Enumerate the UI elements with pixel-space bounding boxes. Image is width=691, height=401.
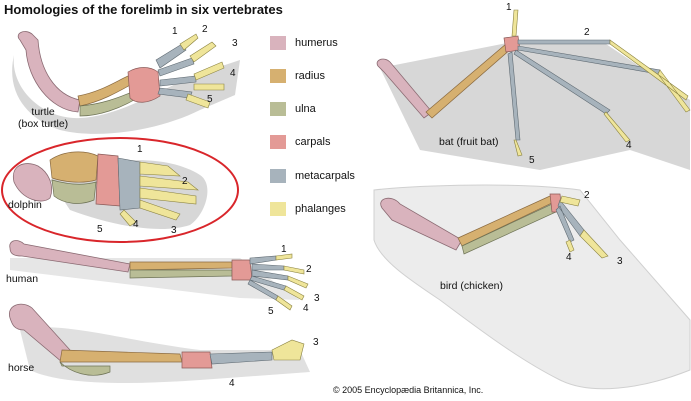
bat-digit-4: 4 [626,140,632,151]
turtle-shadow [12,55,241,134]
dolphin-humerus [12,163,53,202]
turtle-digit-2: 2 [202,24,208,35]
legend-label-ulna: ulna [295,103,316,115]
turtle-digit-1: 1 [172,26,178,37]
turtle-phalanges [179,33,225,109]
horse-metacarpals [209,351,273,365]
human-digit-5: 5 [268,306,274,317]
turtle-digit-3: 3 [232,38,238,49]
dolphin-radius [49,151,99,183]
human-label: human [6,273,39,285]
legend-item-phalanges: phalanges [270,202,380,220]
horse-ulna [59,361,111,376]
legend-label-metacarpals: metacarpals [295,170,355,182]
legend-swatch-metacarpals [270,169,286,183]
dolphin-digit-3: 3 [171,225,177,236]
human-phalanges [275,253,309,311]
turtle-carpals [127,67,161,103]
dolphin-carpals [95,153,121,207]
legend-label-humerus: humerus [295,37,338,49]
human-digit-2: 2 [306,264,312,275]
horse-digit-4: 4 [229,378,235,389]
turtle-digit-5: 5 [207,94,213,105]
legend-item-radius: radius [270,69,380,87]
bird-limb [373,184,691,390]
legend-swatch-ulna [270,102,286,116]
turtle-label: turtle (box turtle) [18,106,68,130]
turtle-label-line1: turtle [31,106,55,118]
diagram-title: Homologies of the forelimb in six verteb… [4,2,283,17]
dolphin-highlight-ring [1,137,239,243]
bat-digit-5: 5 [529,155,535,166]
dolphin-label: dolphin [8,199,42,211]
horse-digit-3: 3 [313,337,319,348]
human-shadow [10,258,300,300]
human-digit-1: 1 [281,244,287,255]
legend-item-metacarpals: metacarpals [270,169,380,187]
legend-item-humerus: humerus [270,36,380,54]
bird-digit-4: 4 [566,252,572,263]
bat-limb [376,9,691,170]
bird-phalanges [559,195,609,259]
bat-humerus [376,58,433,119]
human-digit-3: 3 [314,293,320,304]
bat-carpals [503,35,521,53]
turtle-humerus [17,31,81,113]
legend-swatch-carpals [270,135,286,149]
dolphin-phalanges [119,161,199,227]
human-humerus [9,240,131,273]
bat-digit-2: 2 [584,27,590,38]
bird-digit-3: 3 [617,256,623,267]
horse-carpals [181,351,213,369]
human-digit-4: 4 [303,303,309,314]
turtle-label-line2: (box turtle) [18,118,69,130]
bat-wing-membrane [380,40,690,170]
dolphin-digit-5: 5 [97,224,103,235]
legend-label-radius: radius [295,70,325,82]
bird-humerus [380,197,463,251]
horse-phalanges [271,339,305,361]
bird-label: bird (chicken) [440,280,504,292]
human-carpals [231,259,253,281]
dolphin-metacarpals [117,157,141,211]
legend-item-ulna: ulna [270,102,380,120]
dolphin-ulna [51,179,97,204]
dolphin-digit-1: 1 [137,144,143,155]
dolphin-limb [1,137,239,243]
legend-label-phalanges: phalanges [295,203,346,215]
copyright-notice: © 2005 Encyclopædia Britannica, Inc. [333,385,484,395]
human-limb [9,240,309,311]
dolphin-digit-4: 4 [133,219,139,230]
legend-swatch-phalanges [270,202,286,216]
bat-digit-1: 1 [506,2,512,13]
turtle-metacarpals [155,43,197,99]
dolphin-digit-2: 2 [182,176,188,187]
legend-label-carpals: carpals [295,136,331,148]
legend-swatch-radius [270,69,286,83]
legend-item-carpals: carpals [270,135,380,153]
bat-label: bat (fruit bat) [439,136,499,148]
horse-limb [8,303,310,383]
horse-label: horse [8,362,35,374]
bird-digit-2: 2 [584,190,590,201]
turtle-limb [12,31,241,134]
legend-swatch-humerus [270,36,286,50]
turtle-digit-4: 4 [230,68,236,79]
bat-phalanges [511,9,691,157]
